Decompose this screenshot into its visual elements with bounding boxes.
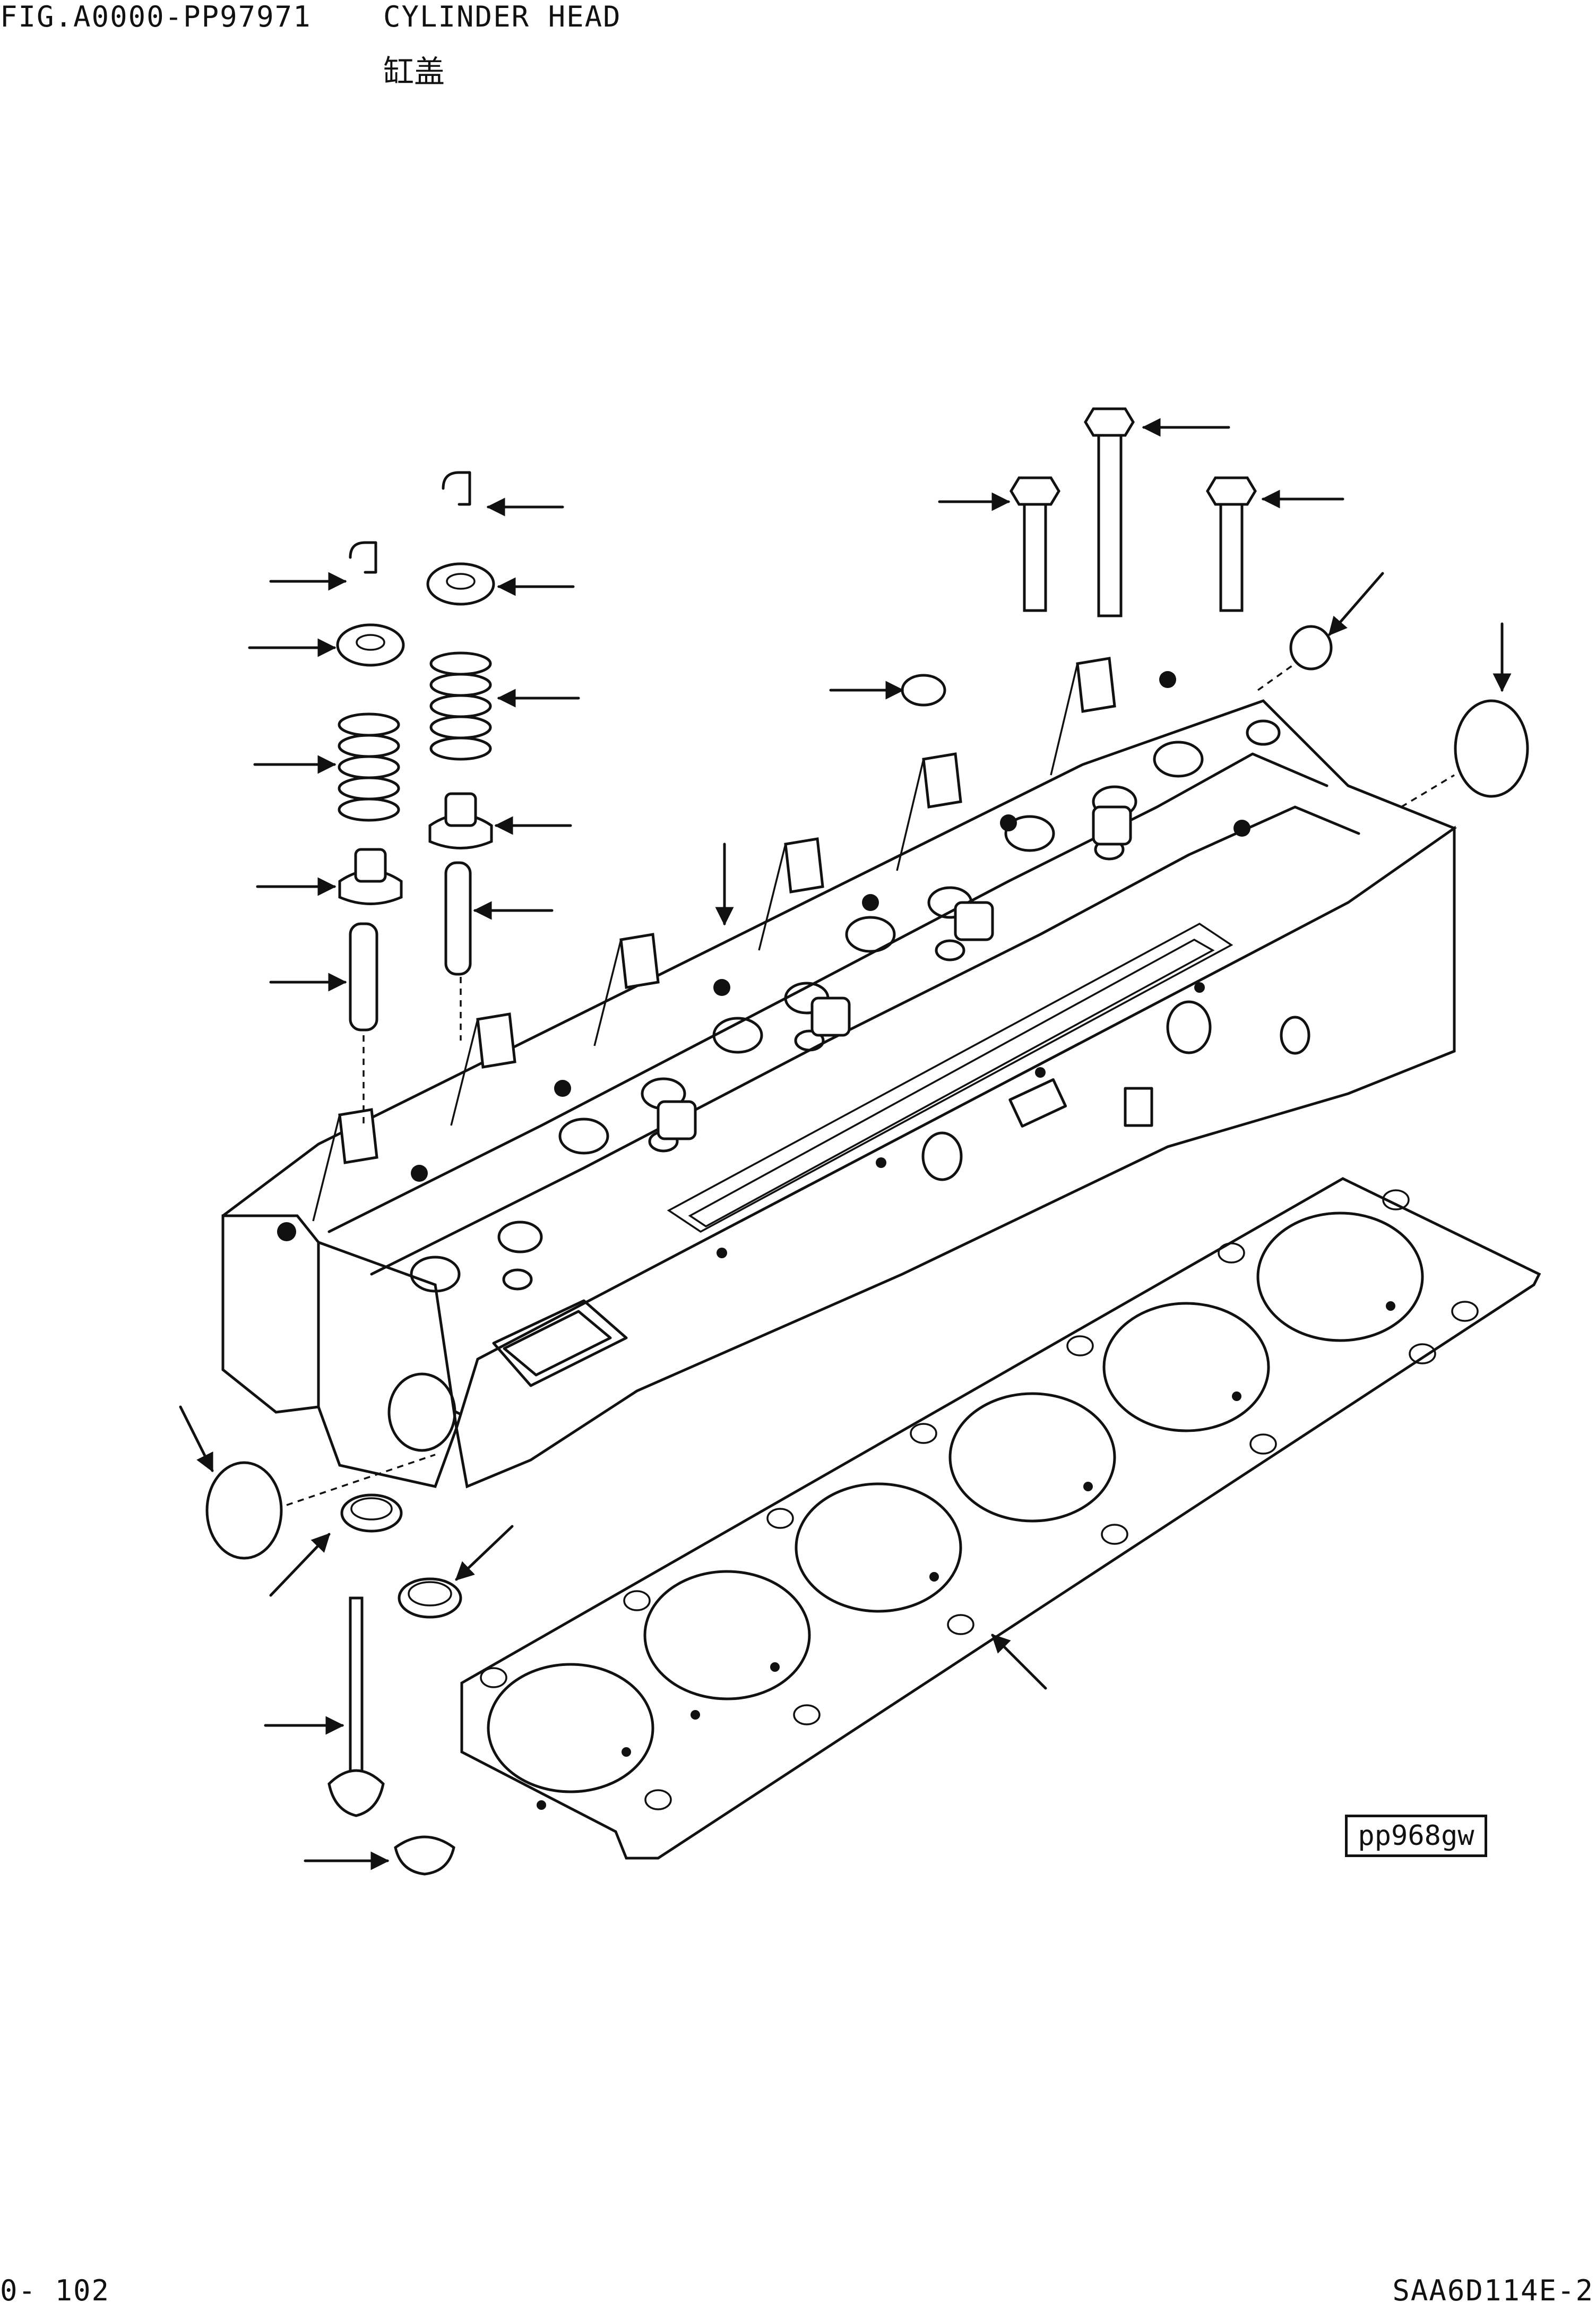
page-number: 0- 102 xyxy=(0,2274,110,2307)
cylinder-head-body xyxy=(221,657,1457,1489)
figure-title: CYLINDER HEAD xyxy=(383,0,622,33)
valve-train-parts xyxy=(205,407,1529,1876)
figure-title-chinese: 缸盖 xyxy=(383,54,445,90)
leader-arrows xyxy=(179,418,1512,1870)
cylinder-head-gasket xyxy=(460,1177,1541,1860)
model-code: SAA6D114E-2 xyxy=(1392,2274,1594,2307)
figure-number: FIG.A0000-PP97971 xyxy=(0,0,312,33)
drawing-reference-code: pp968gw xyxy=(1345,1815,1487,1857)
